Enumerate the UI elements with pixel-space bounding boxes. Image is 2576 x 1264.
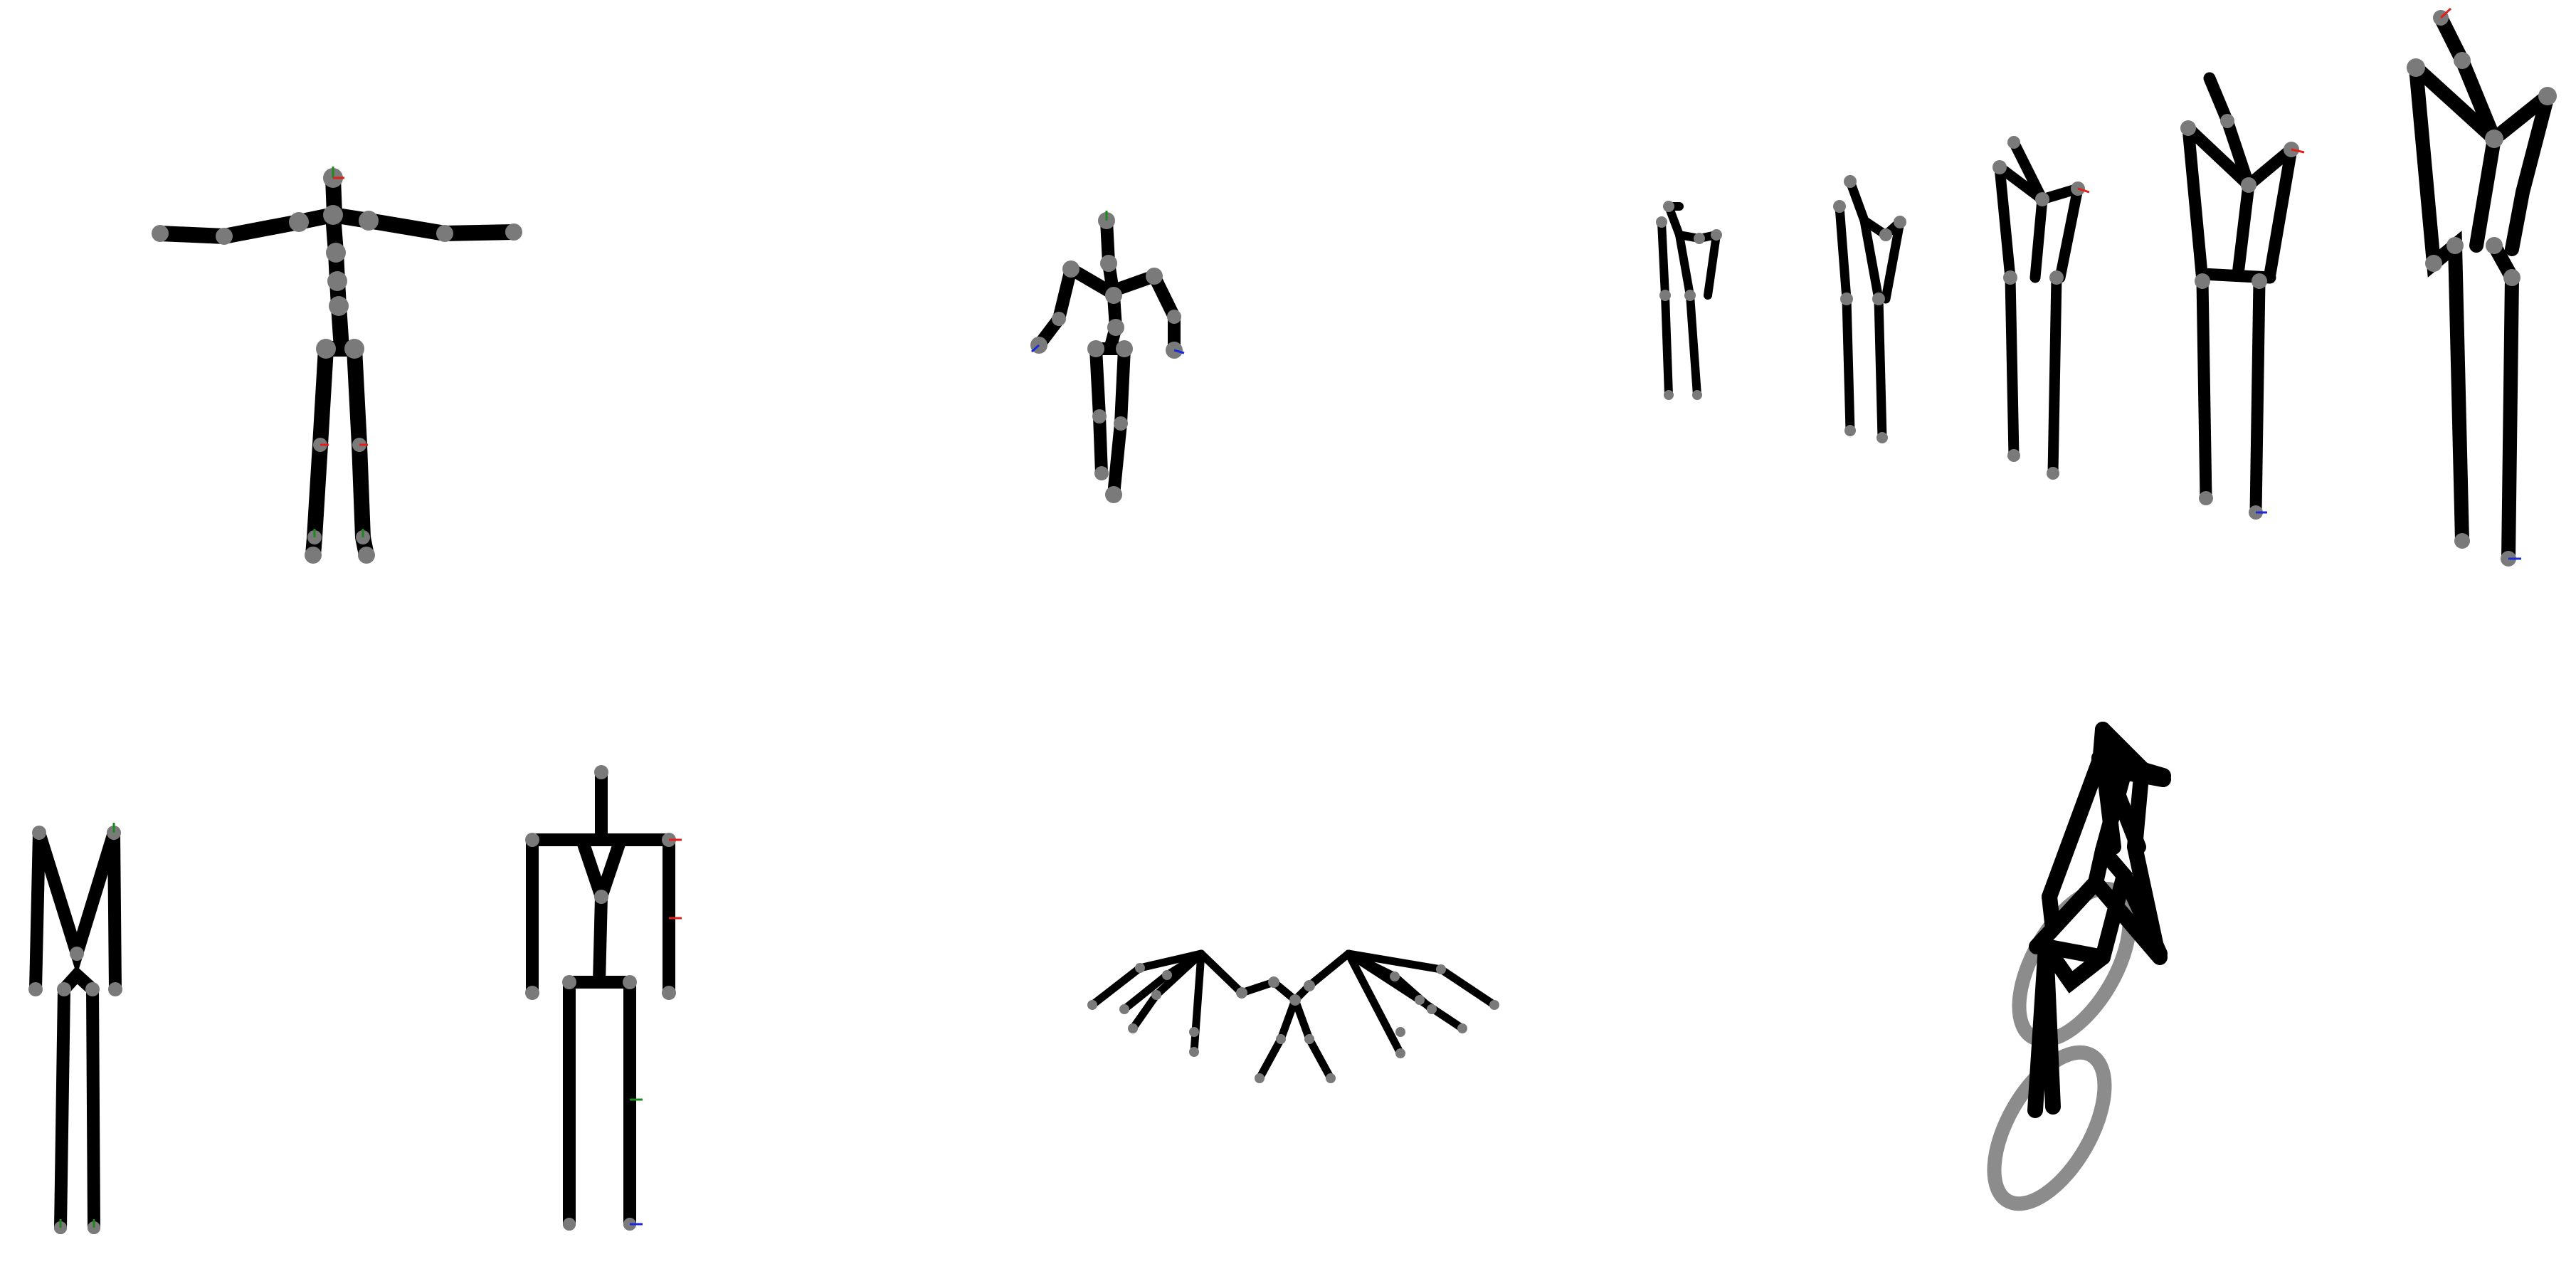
bat-wing-rig [1087, 949, 1499, 1083]
walking-skeleton [1030, 211, 1185, 503]
sequence-skeleton-2 [1833, 175, 1906, 443]
sequence-skeleton-5 [2407, 7, 2557, 567]
box-frame-rig [525, 765, 682, 1231]
bicycle-rig [1987, 722, 2171, 1211]
sequence-skeleton-3 [1992, 136, 2090, 480]
scaled-skeleton-sequence [1656, 7, 2557, 567]
wheel-rear [1987, 1045, 2112, 1211]
sequence-skeleton-1 [1656, 201, 1722, 400]
t-pose-skeleton [152, 167, 522, 564]
a-frame-rig [28, 823, 122, 1234]
sequence-skeleton-4 [2180, 72, 2305, 520]
